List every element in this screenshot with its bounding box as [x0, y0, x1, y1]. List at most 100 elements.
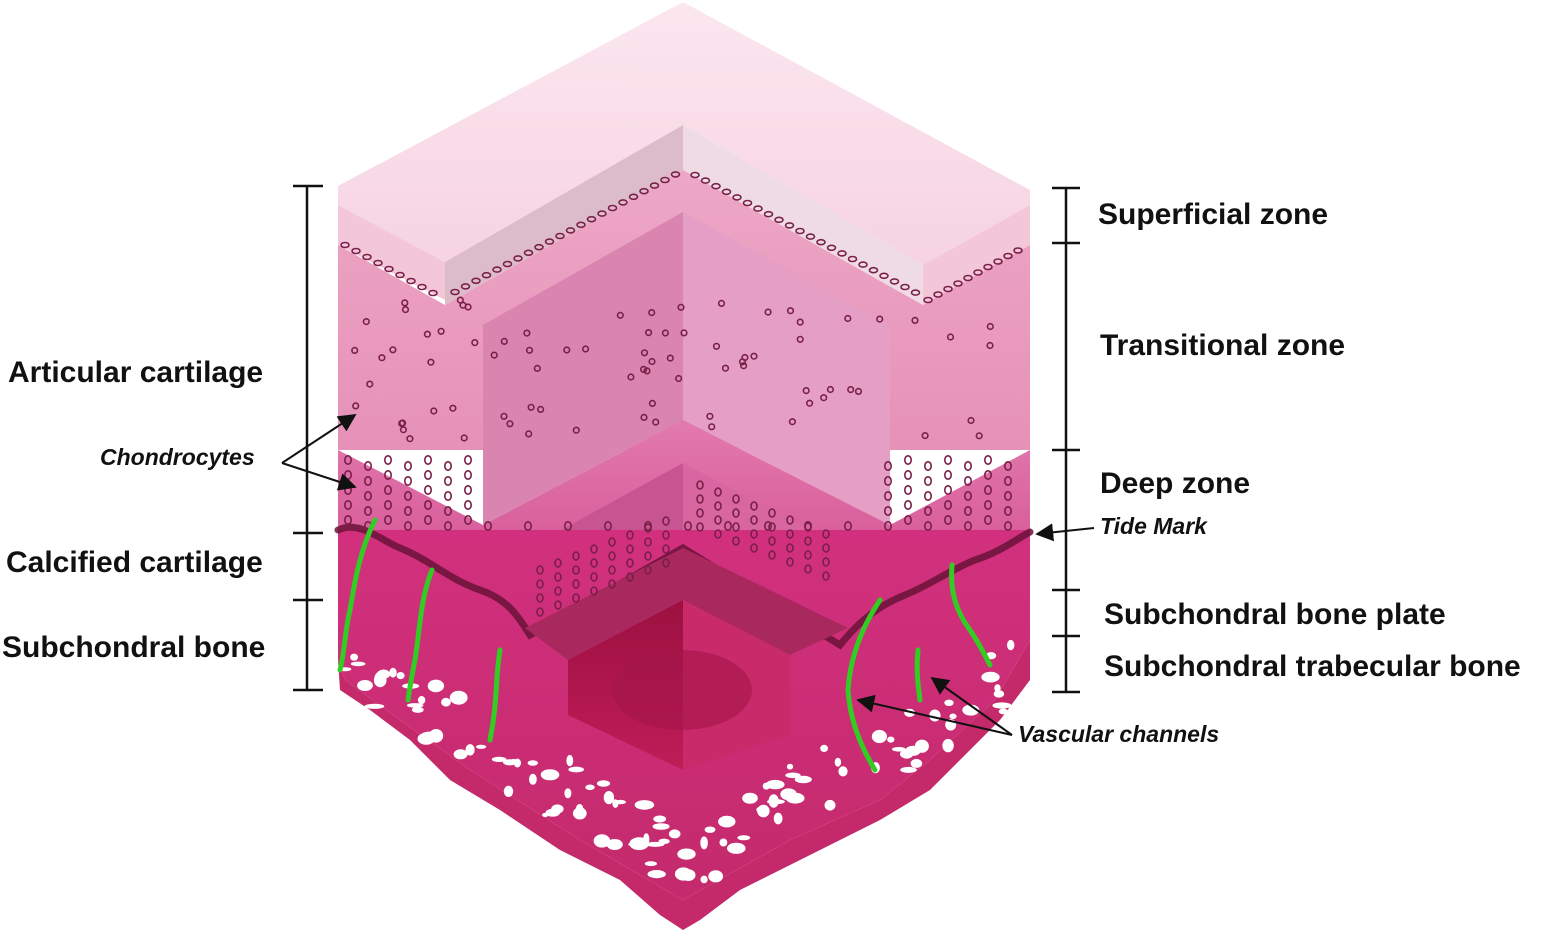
trabecular-hole — [929, 709, 941, 722]
trabecular-hole — [491, 756, 507, 763]
chondrocyte-cell — [555, 232, 565, 240]
chondrocyte-cell — [946, 333, 955, 341]
chondrocyte-cell — [523, 249, 534, 257]
chondrocyte-cell — [648, 357, 656, 366]
chondrocyte-cell — [437, 327, 445, 335]
chondrocyte-cell — [572, 579, 580, 589]
chondrocyte-cell — [449, 404, 457, 412]
chondrocyte-cell — [993, 258, 1003, 265]
trabecular-hole — [529, 773, 537, 785]
chondrocyte-cell — [660, 176, 670, 184]
chondrocyte-cell — [723, 520, 732, 531]
trabecular-hole — [503, 785, 514, 798]
chondrocyte-cell — [750, 501, 758, 511]
trabecular-hole — [417, 696, 426, 705]
chondrocyte-cell — [680, 329, 688, 337]
vascular-arrow-left — [856, 694, 1013, 736]
chondrocyte-cell — [363, 505, 372, 516]
vascular-channel — [845, 597, 883, 773]
chondrocyte-cell — [443, 520, 452, 531]
chondrocyte-cell — [403, 490, 412, 501]
vascular-channel — [337, 517, 378, 673]
chondrocyte-cell — [644, 565, 652, 575]
trabecular-hole — [700, 875, 708, 884]
chondrocyte-cell — [626, 558, 634, 568]
chondrocyte-cell — [1003, 460, 1012, 471]
marrow-texture — [612, 650, 752, 730]
trabecular-hole — [566, 754, 574, 767]
chondrocyte-cell — [456, 296, 464, 304]
chondrocyte-cell — [563, 520, 572, 531]
chondrocyte-cell — [366, 380, 374, 388]
chondrocyte-cell — [983, 499, 992, 510]
chondrocyte-cell — [460, 434, 468, 442]
chondrocyte-cell — [903, 514, 912, 525]
chondrocyte-cell — [963, 520, 972, 531]
chondrocyte-cell — [490, 351, 498, 359]
chondrocyte-cell — [963, 490, 972, 501]
chondrocyte-cell — [923, 296, 933, 304]
superficial-top-surface — [338, 2, 1030, 265]
chondrocyte-cell — [868, 266, 879, 274]
trabecular-hole — [737, 835, 751, 841]
chondrocyte-cell — [804, 522, 812, 532]
vascular-channel — [949, 562, 993, 668]
chondrocyte-cell — [795, 227, 805, 235]
trabecular-hole — [949, 713, 957, 720]
label-articular-cartilage: Articular cartilage — [8, 356, 263, 389]
chondrocyte-cell — [750, 529, 758, 539]
chondrocyte-cell — [607, 204, 618, 212]
trabecular-hole — [449, 690, 468, 705]
chondrocyte-cell — [403, 520, 412, 531]
chondrocyte-cell — [844, 314, 852, 323]
chondrocyte-cell — [563, 346, 571, 354]
chondrocyte-cell — [696, 494, 704, 504]
trabecular-hole — [475, 744, 487, 749]
trabecular-hole — [540, 769, 560, 781]
chondrocyte-cell — [690, 171, 700, 179]
trabecular-hole — [820, 744, 828, 753]
chondrocyte-cell — [383, 469, 392, 480]
chondrocyte-cell — [384, 265, 394, 273]
vascular-channel — [405, 567, 435, 703]
chondrocyte-cell — [343, 514, 352, 525]
trabecular-hole — [700, 836, 708, 850]
chondrocyte-cell — [423, 499, 432, 510]
trabecular-hole — [465, 744, 475, 756]
chondrocyte-cell — [796, 318, 804, 326]
cutout-calcified-layer — [525, 548, 848, 660]
chondrocyte-cell — [417, 283, 427, 291]
trabecular-hole — [542, 812, 549, 818]
trabecular-hole — [944, 699, 954, 706]
trabecular-hole — [568, 766, 584, 773]
vascular-channel — [487, 647, 503, 743]
chondrocyte-cell — [383, 484, 392, 495]
chondrocyte-cell — [1003, 490, 1012, 501]
chondrocyte-cell — [639, 365, 648, 374]
chondrocyte-cell — [820, 394, 828, 402]
chondrocyte-cell — [430, 407, 438, 415]
chondrocyte-cell — [696, 508, 704, 518]
trabecular-hole — [887, 736, 895, 743]
chondrocyte-cell — [525, 346, 534, 354]
trabecular-hole — [704, 826, 716, 833]
trabecular-hole — [634, 800, 655, 810]
chondrocyte-cell — [428, 289, 438, 297]
chondrocyte-cell — [399, 426, 408, 434]
chondrocyte-cell — [523, 520, 532, 531]
trabecular-hole — [411, 706, 424, 713]
chondrocyte-cell — [900, 283, 910, 291]
chondrocyte-cell — [533, 364, 541, 373]
chondrocyte-cells — [340, 171, 1023, 617]
trabecular-hole — [1004, 712, 1015, 717]
chondrocyte-cell — [463, 454, 472, 465]
chondrocyte-cell — [401, 299, 409, 307]
chondrocyte-cell — [648, 399, 657, 408]
chondrocyte-cell — [363, 490, 372, 501]
chondrocyte-cell — [822, 557, 830, 567]
chondrocyte-cell — [883, 475, 892, 486]
chondrocyte-cell — [768, 536, 776, 546]
chondrocyte-cell — [423, 330, 432, 338]
chondrocyte-cell — [362, 253, 372, 261]
chondrocyte-cell — [721, 364, 730, 372]
